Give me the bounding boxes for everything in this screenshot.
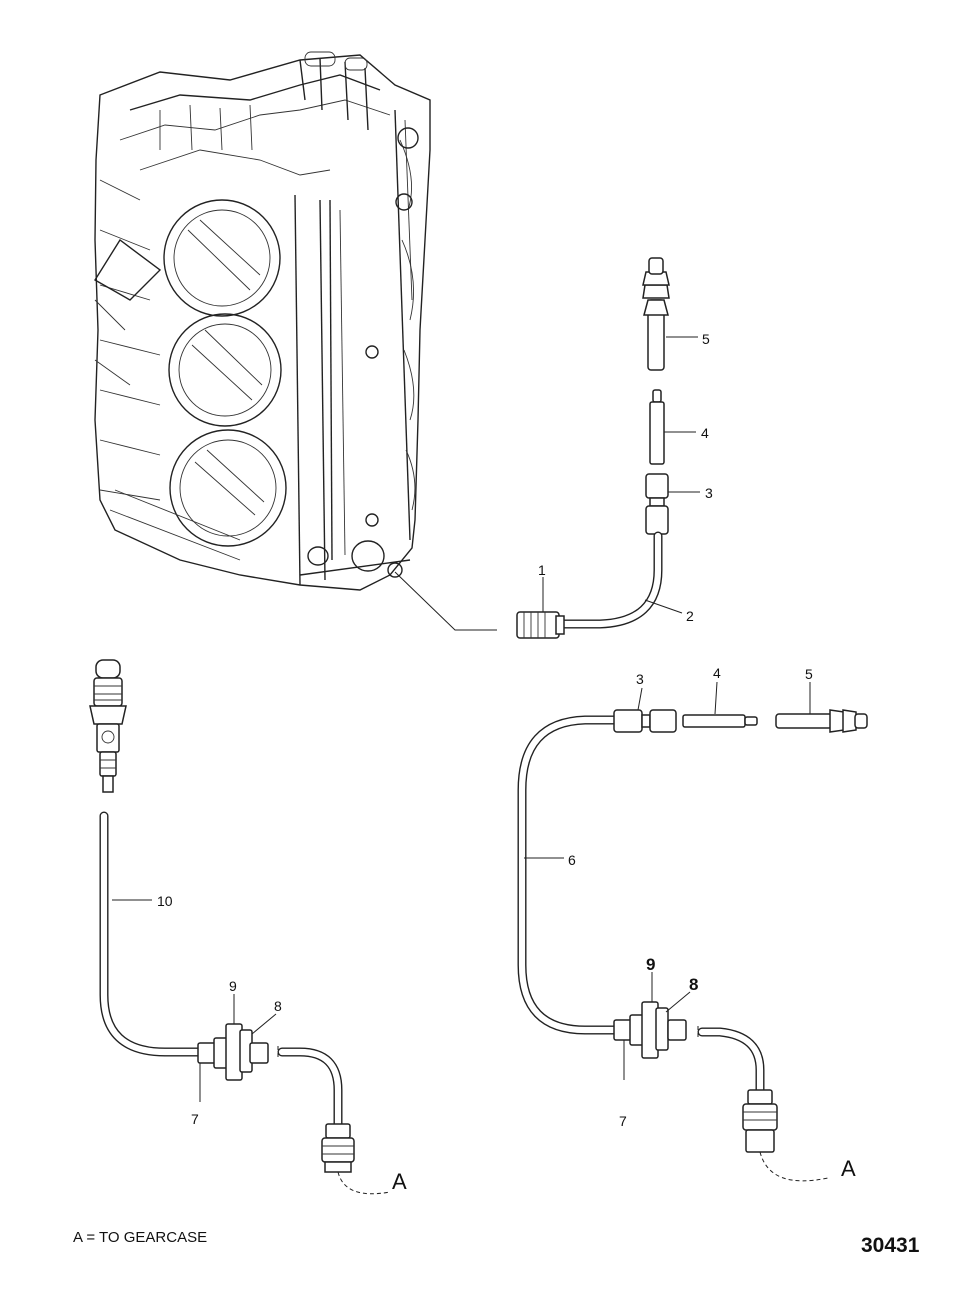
callout-br-6: 6 xyxy=(568,852,576,868)
engine-to-fitting-leader xyxy=(394,571,497,631)
br-to-gearcase-dashed xyxy=(759,1151,829,1182)
part-1-top-fitting xyxy=(516,611,565,639)
cylinder-3 xyxy=(169,429,287,547)
callout-bl-7: 7 xyxy=(191,1111,199,1127)
part-6-hose xyxy=(517,715,621,1035)
callout-bl-9: 9 xyxy=(229,978,237,994)
callout-top-2: 2 xyxy=(686,608,694,624)
callout-bl-10: 10 xyxy=(157,893,173,909)
bl-to-gearcase-dashed xyxy=(337,1171,391,1195)
part-4-br-pin xyxy=(682,714,758,728)
part-5-top-barb xyxy=(642,257,670,371)
part-2-top-hose xyxy=(555,531,663,629)
callout-bl-A: A xyxy=(392,1169,407,1194)
cylinder-1 xyxy=(163,199,281,317)
part-bl-tee-fitting xyxy=(197,1023,269,1081)
callout-br-7: 7 xyxy=(619,1113,627,1129)
part-br-outlet-hose xyxy=(697,1026,765,1097)
callout-top-4: 4 xyxy=(701,425,709,441)
part-br-tee-fitting xyxy=(613,1001,687,1059)
part-br-gearcase-fitting xyxy=(742,1089,778,1153)
figure-number: 30431 xyxy=(861,1234,920,1257)
callout-br-8: 8 xyxy=(689,975,698,994)
engine-block-illustration xyxy=(94,51,431,591)
bottom-right-assembly xyxy=(517,709,868,1182)
callout-br-5: 5 xyxy=(805,666,813,682)
callout-bl-8: 8 xyxy=(274,998,282,1014)
legend-note: A = TO GEARCASE xyxy=(73,1229,207,1246)
part-3-top-coupler xyxy=(645,473,669,535)
callout-top-5: 5 xyxy=(702,331,710,347)
callout-br-3: 3 xyxy=(636,671,644,687)
part-4-top-pin xyxy=(649,389,665,465)
part-bl-gearcase-fitting xyxy=(321,1123,355,1173)
part-5-br-barb xyxy=(775,709,868,733)
callout-br-4: 4 xyxy=(713,665,721,681)
bottom-left-assembly xyxy=(89,659,391,1195)
top-assembly xyxy=(516,257,670,639)
callout-top-1: 1 xyxy=(538,562,546,578)
part-bl-outlet-hose xyxy=(277,1046,343,1130)
part-3-br-coupler xyxy=(613,709,677,733)
part-10-hose xyxy=(99,811,205,1057)
part-bl-sensor-fitting xyxy=(89,659,127,793)
cylinder-2 xyxy=(168,313,282,427)
bottom-right-callouts: 3 4 5 6 9 8 7 A xyxy=(524,665,856,1181)
callout-br-A: A xyxy=(841,1156,856,1181)
callout-top-3: 3 xyxy=(705,485,713,501)
bottom-left-callouts: 10 9 8 7 A xyxy=(112,893,407,1194)
callout-br-9: 9 xyxy=(646,955,655,974)
top-callouts: 1 2 3 4 5 xyxy=(538,331,713,624)
